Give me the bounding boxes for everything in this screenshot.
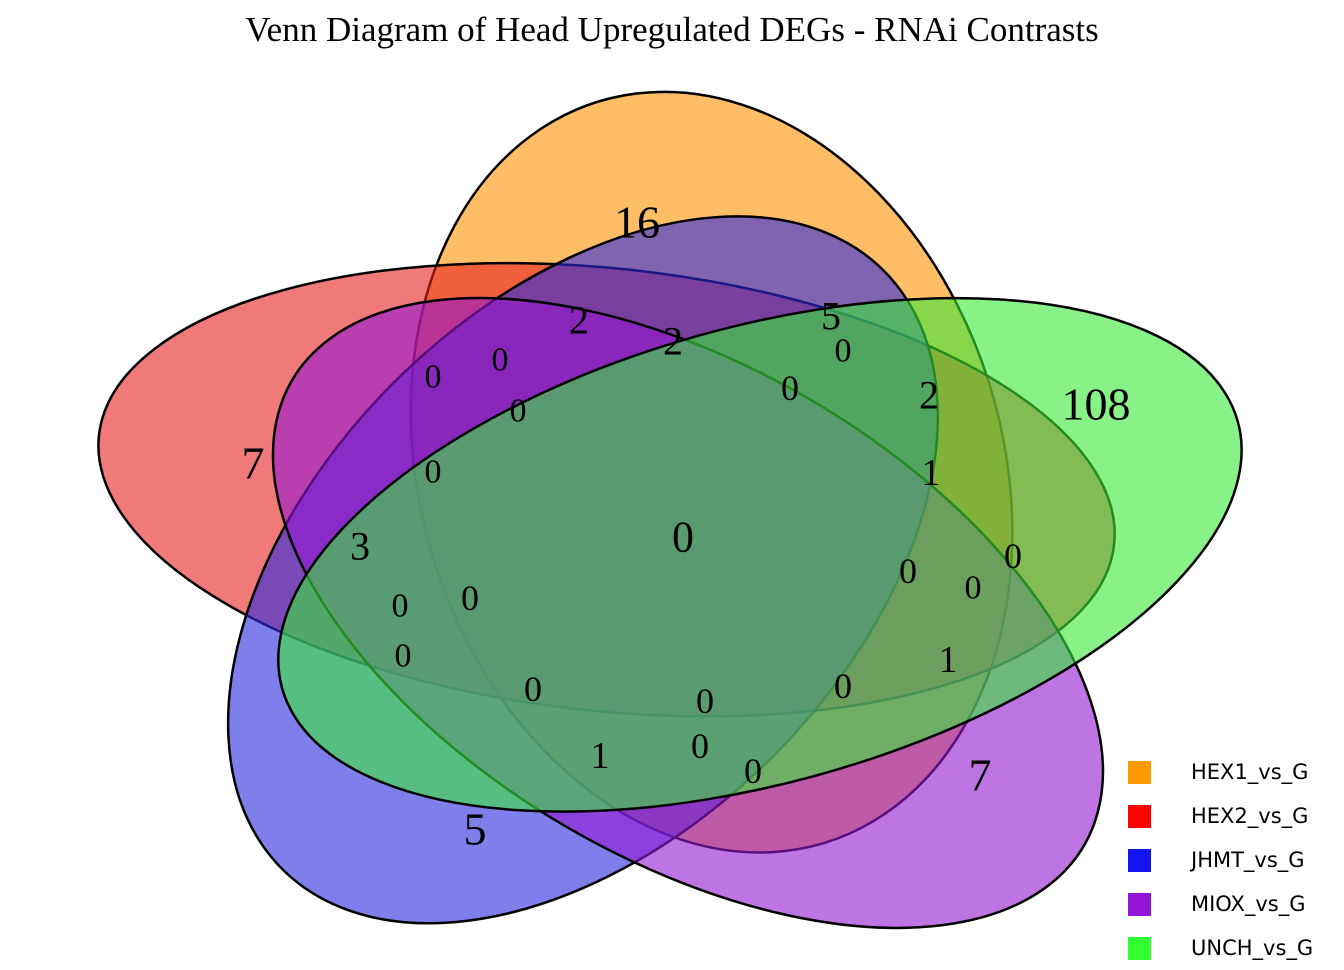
region-count-label: 3	[350, 524, 370, 569]
chart-title: Venn Diagram of Head Upregulated DEGs - …	[245, 10, 1099, 49]
legend-swatch-hex1	[1128, 760, 1151, 784]
legend-item-hex1: HEX1_vs_G	[1128, 750, 1313, 794]
legend: HEX1_vs_G HEX2_vs_G JHMT_vs_G MIOX_vs_G …	[1128, 750, 1313, 970]
region-count-label: 0	[425, 454, 442, 491]
region-count-label: 0	[425, 359, 442, 396]
legend-item-unch: UNCH_vs_G	[1128, 926, 1313, 970]
legend-label-hex2: HEX2_vs_G	[1191, 804, 1309, 828]
region-count-label: 5	[464, 804, 487, 855]
region-count-label: 0	[524, 669, 542, 709]
legend-label-hex1: HEX1_vs_G	[1191, 760, 1309, 784]
venn-ellipses	[50, 62, 1344, 960]
legend-label-jhmt: JHMT_vs_G	[1191, 848, 1305, 872]
region-count-label: 0	[744, 751, 762, 791]
region-count-label: 0	[696, 681, 714, 721]
region-count-label: 2	[663, 319, 683, 364]
legend-swatch-hex2	[1128, 804, 1151, 828]
region-count-label: 0	[395, 638, 412, 675]
region-count-label: 0	[691, 726, 709, 766]
region-count-label: 7	[969, 750, 992, 801]
region-count-label: 0	[672, 513, 694, 562]
region-count-label: 0	[899, 551, 917, 591]
legend-item-jhmt: JHMT_vs_G	[1128, 838, 1313, 882]
region-count-label: 2	[569, 298, 589, 343]
region-count-label: 0	[392, 588, 409, 625]
legend-label-miox: MIOX_vs_G	[1191, 892, 1306, 916]
legend-swatch-miox	[1128, 892, 1151, 916]
region-count-label: 0	[781, 368, 799, 408]
region-count-label: 0	[510, 393, 527, 430]
region-count-label: 0	[461, 578, 479, 618]
region-count-label: 108	[1062, 379, 1131, 430]
region-count-label: 1	[591, 735, 610, 777]
region-count-label: 2	[919, 373, 939, 418]
region-count-label: 1	[922, 452, 941, 494]
legend-swatch-jhmt	[1128, 848, 1151, 872]
region-count-label: 5	[821, 294, 841, 339]
region-count-label: 7	[242, 438, 265, 489]
legend-label-unch: UNCH_vs_G	[1191, 936, 1314, 960]
region-count-label: 0	[835, 333, 852, 370]
region-count-label: 0	[834, 666, 852, 706]
region-count-label: 16	[614, 197, 660, 248]
venn-ellipse-unch	[170, 194, 1344, 916]
region-count-label: 0	[1004, 536, 1022, 576]
region-count-label: 1	[939, 639, 958, 681]
region-count-label: 0	[492, 342, 509, 379]
legend-item-miox: MIOX_vs_G	[1128, 882, 1313, 926]
legend-swatch-unch	[1128, 936, 1151, 960]
legend-item-hex2: HEX2_vs_G	[1128, 794, 1313, 838]
region-count-label: 0	[965, 570, 982, 607]
